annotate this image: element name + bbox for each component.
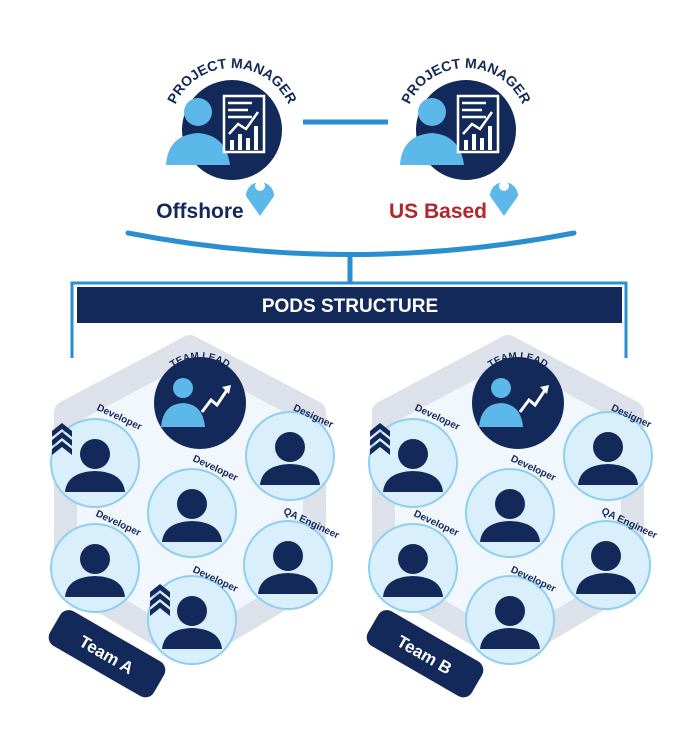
report-chart-icon (222, 94, 266, 154)
seniority-chevron-icon (150, 584, 170, 616)
team-a-member-5: QA Engineer (243, 506, 341, 610)
growth-arrow-icon (200, 385, 231, 413)
team-a-member-4: Developer (50, 509, 142, 613)
pods-bracket (70, 281, 628, 358)
pm-offshore: PROJECT MANAGER Offshore (156, 55, 300, 223)
seniority-chevron-icon (370, 423, 390, 455)
pm-offshore-location: Offshore (156, 200, 244, 223)
growth-arrow-icon (518, 385, 549, 413)
report-chart-icon (456, 94, 500, 154)
team-b-member-5: QA Engineer (561, 506, 659, 610)
seniority-chevron-icon (52, 423, 72, 455)
team-a-pod: Team A TEAM LEAD Developer (48, 335, 341, 698)
team-b-member-4: Developer (368, 509, 460, 613)
person-icon (400, 98, 464, 165)
brace-curve (125, 230, 577, 257)
location-pin-icon (246, 181, 274, 216)
person-icon (161, 378, 205, 427)
team-b-member-6: Developer (465, 565, 557, 665)
team-a-member-2: Designer (245, 403, 335, 501)
person-icon (479, 378, 523, 427)
pm-us: PROJECT MANAGER US Based (389, 55, 534, 223)
pods-banner-text: PODS STRUCTURE (262, 296, 438, 317)
team-b-pod: Team B TEAM LEAD Developer (366, 335, 659, 698)
person-icon (166, 98, 230, 165)
pm-us-location: US Based (389, 200, 487, 223)
team-b-lead-badge (472, 357, 564, 449)
team-a-lead-badge (154, 357, 246, 449)
location-pin-icon (490, 181, 518, 216)
pods-banner (77, 287, 622, 323)
